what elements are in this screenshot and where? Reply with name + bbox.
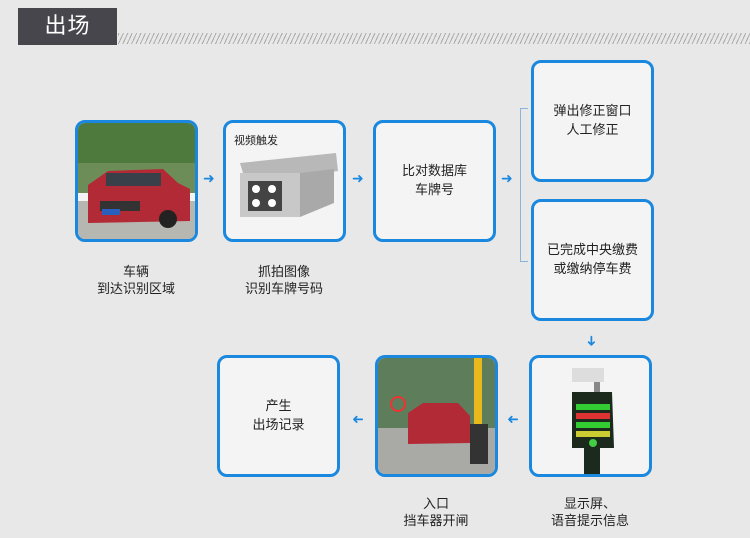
arrow-right-icon: ➜ — [203, 171, 215, 187]
title-hatch-divider — [118, 33, 750, 44]
record-text: 产生 出场记录 — [252, 399, 305, 433]
camera-caption: 视频触发 — [234, 134, 278, 147]
camera-box: 视频触发 — [223, 120, 346, 242]
vehicle-photo-box — [75, 120, 198, 242]
car-image — [78, 123, 195, 239]
camera-image — [240, 153, 338, 217]
display-label: 显示屏、 语音提示信息 — [550, 497, 629, 529]
arrow-right-icon: ➜ — [501, 171, 513, 187]
compare-text: 比对数据库 车牌号 — [401, 164, 467, 198]
popup-text: 弹出修正窗口 人工修正 — [553, 104, 632, 138]
vehicle-label: 车辆 到达识别区域 — [96, 265, 175, 297]
popup-box: 弹出修正窗口 人工修正 — [531, 60, 654, 182]
display-screen-image — [572, 368, 614, 474]
record-box: 产生 出场记录 — [217, 355, 340, 477]
arrow-down-icon: ➜ — [582, 335, 599, 347]
paid-text: 已完成中央缴费 或缴纳停车费 — [546, 243, 638, 277]
gate-image — [378, 358, 495, 474]
camera-label: 抓拍图像 识别车牌号码 — [244, 265, 323, 297]
paid-box: 已完成中央缴费 或缴纳停车费 — [531, 199, 654, 321]
gate-box — [375, 355, 498, 477]
display-box — [529, 355, 652, 477]
branch-bracket — [520, 108, 528, 262]
arrow-left-icon: ➜ — [507, 411, 519, 427]
arrow-right-icon: ➜ — [352, 171, 364, 187]
compare-box: 比对数据库 车牌号 — [373, 120, 496, 242]
arrow-left-icon: ➜ — [352, 411, 364, 427]
section-title: 出场 — [18, 8, 117, 45]
gate-label: 入口 挡车器开闸 — [403, 497, 469, 529]
